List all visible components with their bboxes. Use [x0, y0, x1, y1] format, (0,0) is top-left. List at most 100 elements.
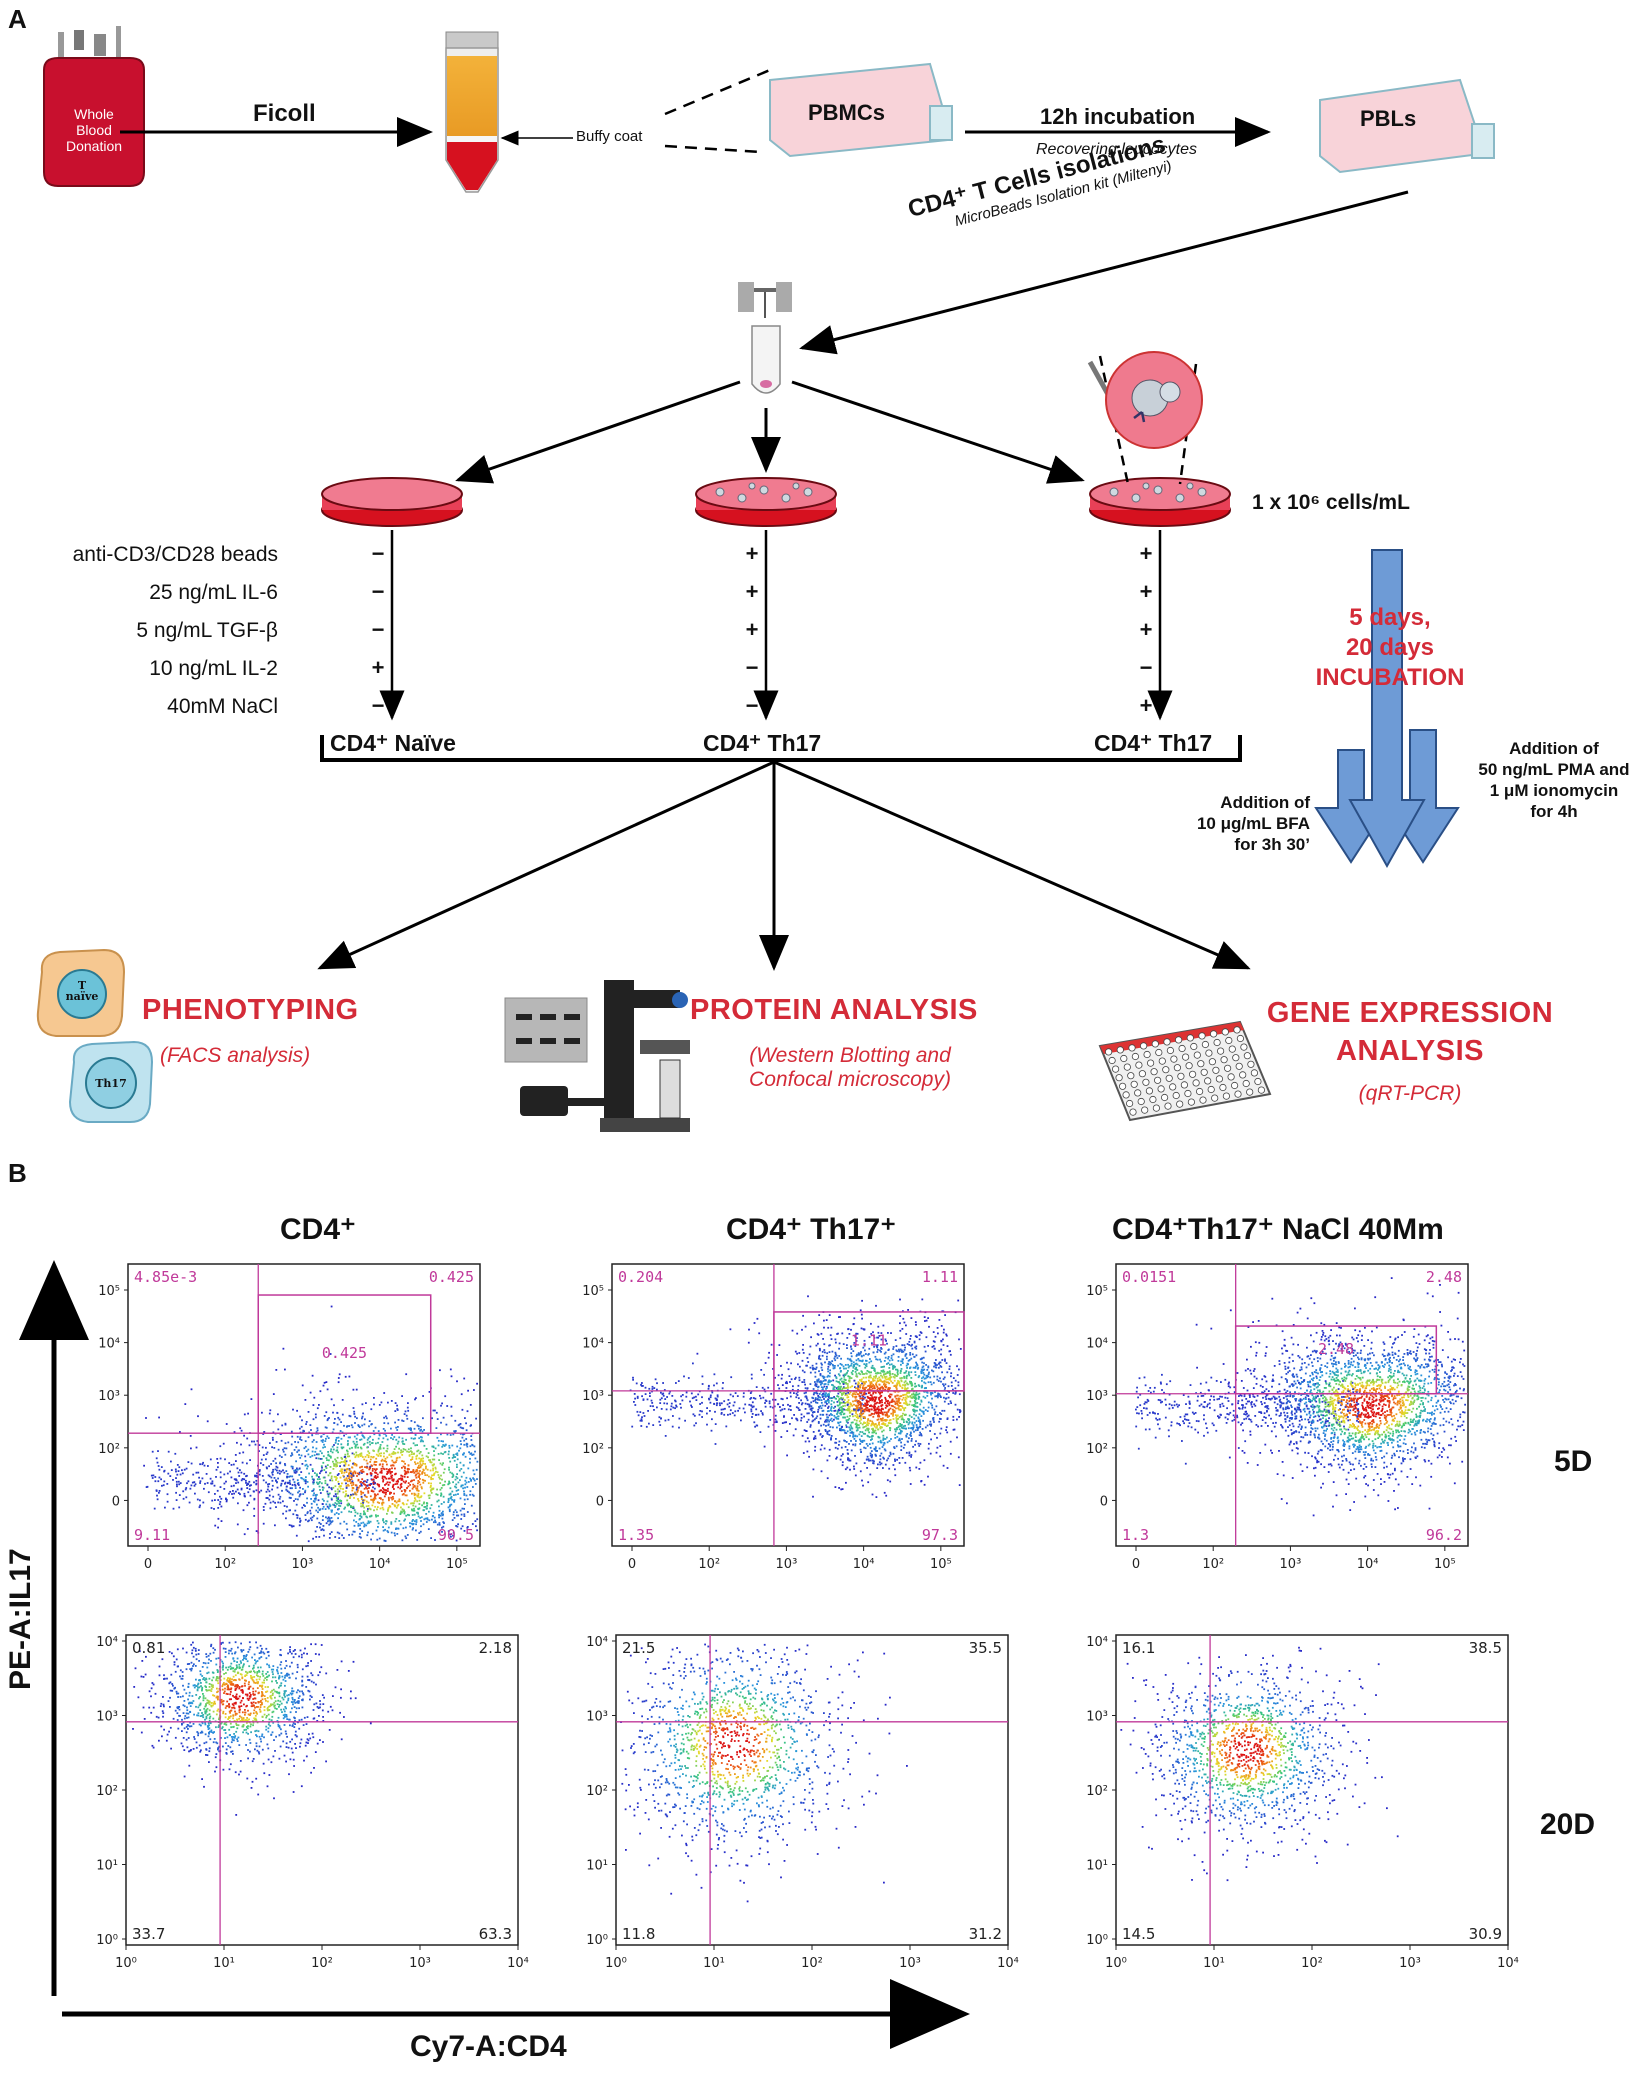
- event-dot: [402, 1493, 405, 1495]
- event-dot: [901, 1328, 904, 1330]
- x-tick-label: 10⁵: [446, 1557, 468, 1572]
- event-dot: [639, 1411, 642, 1413]
- event-dot: [897, 1439, 900, 1442]
- event-dot: [927, 1373, 930, 1375]
- event-dot: [416, 1500, 419, 1503]
- event-dot: [437, 1439, 440, 1442]
- event-dot: [846, 1408, 849, 1411]
- event-dot: [768, 1351, 770, 1354]
- event-dot: [823, 1319, 825, 1322]
- event-dot: [854, 1474, 857, 1477]
- event-dot: [376, 1501, 379, 1504]
- event-dot: [832, 1384, 834, 1387]
- event-dot: [926, 1395, 929, 1397]
- event-dot: [330, 1498, 333, 1501]
- event-dot: [466, 1410, 469, 1413]
- event-dot: [869, 1473, 872, 1476]
- event-dot: [938, 1349, 941, 1352]
- event-dot: [345, 1482, 347, 1485]
- event-dot: [845, 1382, 847, 1384]
- event-dot: [436, 1488, 438, 1491]
- event-dot: [327, 1453, 330, 1456]
- event-dot: [292, 1478, 295, 1481]
- event-dot: [897, 1407, 900, 1410]
- event-dot: [340, 1511, 343, 1514]
- event-dot: [715, 1382, 718, 1385]
- event-dot: [440, 1440, 443, 1442]
- event-dot: [794, 1428, 797, 1431]
- event-dot: [460, 1518, 463, 1520]
- event-dot: [892, 1348, 895, 1350]
- event-dot: [321, 1452, 323, 1455]
- event-dot: [910, 1432, 912, 1435]
- event-dot: [294, 1498, 297, 1500]
- event-dot: [201, 1477, 204, 1480]
- event-dot: [641, 1395, 643, 1398]
- event-dot: [826, 1352, 829, 1355]
- event-dot: [448, 1510, 451, 1513]
- event-dot: [851, 1373, 854, 1376]
- event-dot: [861, 1431, 864, 1433]
- event-dot: [309, 1517, 312, 1520]
- event-dot: [248, 1501, 250, 1504]
- event-dot: [422, 1481, 425, 1484]
- event-dot: [862, 1395, 865, 1398]
- event-dot: [711, 1418, 713, 1421]
- event-dot: [312, 1500, 315, 1502]
- event-dot: [888, 1440, 891, 1442]
- event-dot: [914, 1371, 917, 1373]
- event-dot: [443, 1522, 445, 1524]
- event-dot: [203, 1464, 206, 1467]
- event-dot: [899, 1423, 902, 1425]
- event-dot: [640, 1425, 643, 1427]
- event-dot: [632, 1378, 634, 1381]
- event-dot: [812, 1431, 815, 1433]
- event-dot: [329, 1456, 332, 1459]
- event-dot: [954, 1387, 957, 1390]
- event-dot: [262, 1454, 265, 1456]
- event-dot: [369, 1458, 372, 1461]
- event-dot: [211, 1480, 214, 1483]
- event-dot: [377, 1430, 380, 1432]
- event-dot: [843, 1387, 846, 1390]
- event-dot: [738, 1407, 741, 1410]
- event-dot: [288, 1475, 290, 1478]
- event-dot: [859, 1352, 862, 1355]
- event-dot: [327, 1437, 330, 1439]
- event-dot: [332, 1486, 335, 1489]
- event-dot: [795, 1418, 798, 1420]
- event-dot: [823, 1398, 825, 1400]
- event-dot: [828, 1448, 831, 1451]
- event-dot: [239, 1427, 242, 1430]
- event-dot: [801, 1359, 804, 1362]
- event-dot: [872, 1415, 875, 1418]
- y-tick-label: 0: [112, 1494, 120, 1509]
- event-dot: [325, 1437, 327, 1440]
- event-dot: [854, 1368, 857, 1370]
- event-dot: [921, 1357, 923, 1360]
- event-dot: [924, 1396, 927, 1399]
- event-dot: [862, 1432, 865, 1435]
- event-dot: [841, 1332, 844, 1335]
- event-dot: [864, 1417, 866, 1419]
- event-dot: [427, 1452, 430, 1454]
- event-dot: [359, 1485, 361, 1487]
- event-dot: [879, 1463, 882, 1466]
- event-dot: [469, 1490, 472, 1493]
- event-dot: [865, 1376, 867, 1379]
- well: [1175, 1036, 1183, 1044]
- event-dot: [316, 1429, 319, 1432]
- event-dot: [824, 1383, 827, 1385]
- event-dot: [833, 1386, 836, 1388]
- event-dot: [867, 1428, 869, 1431]
- event-dot: [933, 1340, 936, 1343]
- event-dot: [184, 1403, 187, 1405]
- event-dot: [910, 1317, 913, 1319]
- event-dot: [861, 1371, 863, 1373]
- event-dot: [352, 1407, 355, 1409]
- petri-dish-th17-icon: [695, 477, 837, 527]
- event-dot: [275, 1506, 277, 1508]
- event-dot: [187, 1480, 190, 1483]
- event-dot: [316, 1481, 318, 1484]
- event-dot: [785, 1387, 788, 1389]
